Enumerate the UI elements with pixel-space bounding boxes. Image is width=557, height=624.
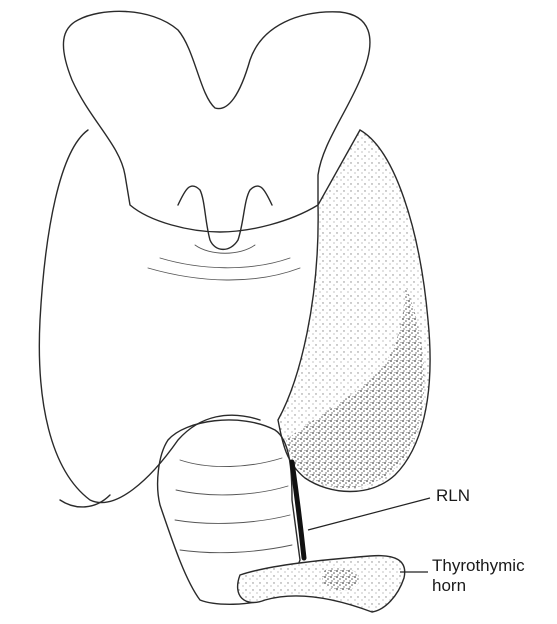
- rln-leader-line: [308, 498, 430, 530]
- thyrothymic-horn: [238, 556, 405, 612]
- thyrothymic-horn-label: Thyrothymic horn: [432, 556, 525, 596]
- left-thyroid-lobe: [39, 130, 260, 503]
- thyrothymic-label-line2: horn: [432, 576, 525, 596]
- cricoid-cartilage: [178, 186, 272, 249]
- thyrothymic-label-line1: Thyrothymic: [432, 556, 525, 576]
- rln-label: RLN: [436, 486, 470, 506]
